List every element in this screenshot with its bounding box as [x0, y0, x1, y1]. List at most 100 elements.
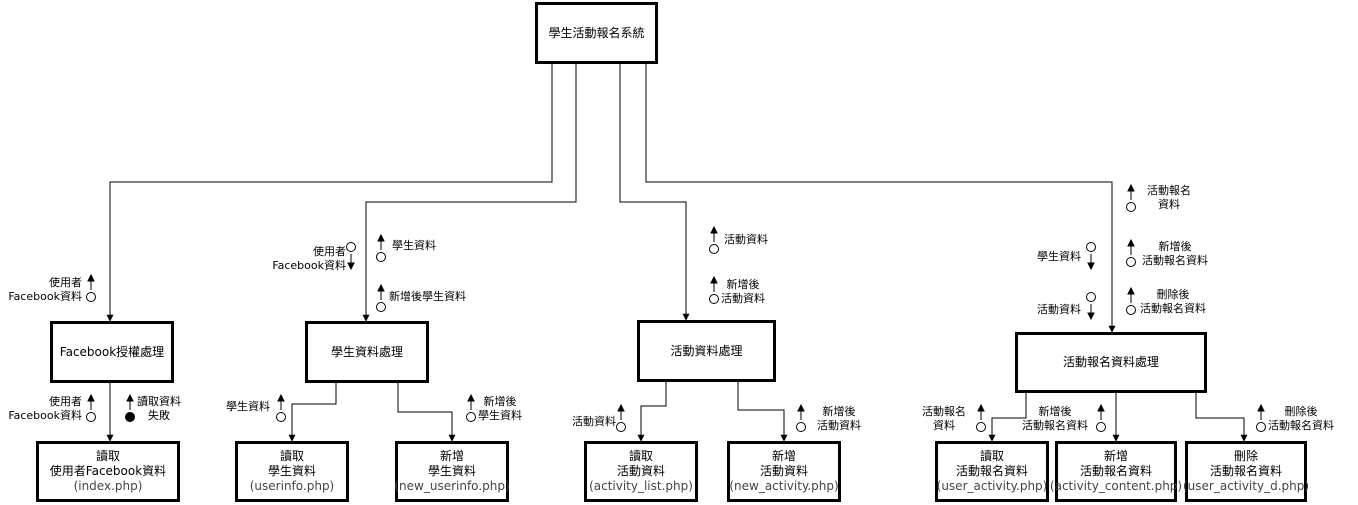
page-read-activity-file: (activity_list.php) — [589, 479, 693, 493]
module-student-title: 學生資料處理 — [330, 344, 403, 359]
flow-sig-activity-data-marker-open — [1086, 292, 1096, 302]
connector-root-activity — [619, 63, 690, 321]
page-read-student-action: 讀取 — [279, 449, 304, 463]
connector-student-read — [288, 382, 337, 442]
page-read-activity-action: 讀取 — [628, 449, 653, 463]
page-delete-signup: 刪除 活動報名資料 (user_activity_d.php) — [1182, 441, 1310, 502]
connector-activity-new — [737, 381, 788, 442]
flow-sig-read-data-arrowhead — [977, 403, 985, 412]
connector-root-student — [362, 63, 577, 322]
flow-act-read-data-marker-open — [616, 422, 626, 432]
page-read-signup-object: 活動報名資料 — [955, 464, 1028, 478]
flow-act-data-marker-open — [709, 244, 719, 254]
page-new-signup-file: (activity_content.php) — [1049, 479, 1183, 493]
connector-student-new — [397, 382, 456, 442]
connector-root-signup — [645, 63, 1116, 333]
flow-stu-new-student-data-marker-open — [376, 302, 386, 312]
page-read-activity: 讀取 活動資料 (activity_list.php) — [584, 441, 698, 502]
connector-signup-read — [988, 392, 1027, 442]
flow-sig-new-signup-marker-open — [1126, 257, 1136, 267]
flow-stu-new-student-data-arrowhead — [377, 283, 385, 292]
flow-stu-new-student-data-label: 新增後學生資料 — [389, 290, 466, 303]
root-title: 學生活動報名系統 — [548, 25, 645, 40]
flow-sig-student-data-marker-open — [1086, 242, 1096, 252]
page-new-student-action: 新增 — [440, 449, 465, 463]
page-new-signup-object: 活動報名資料 — [1080, 464, 1153, 478]
flow-sig-delete-data-arrowhead — [1257, 403, 1265, 412]
page-new-signup-action: 新增 — [1104, 449, 1129, 463]
page-new-student: 新增 學生資料 (new_userinfo.php) — [394, 441, 510, 502]
flow-sig-signup-data-arrowhead — [1127, 183, 1135, 192]
page-new-student-object: 學生資料 — [428, 464, 477, 478]
page-delete-signup-file: (user_activity_d.php) — [1182, 479, 1310, 493]
flow-sig-delete-data-label: 刪除後活動報名資料 — [1268, 405, 1334, 432]
flow-act-new-data-marker-open — [709, 294, 719, 304]
connector-activity-read — [637, 381, 667, 442]
module-signup-title: 活動報名資料處理 — [1062, 355, 1159, 369]
flow-act-data-arrowhead — [710, 225, 718, 234]
page-read-student-file: (userinfo.php) — [249, 479, 335, 493]
flow-sig-deleted-signup-marker-open — [1126, 305, 1136, 315]
flow-fb-read-fail-label: 讀取資料失敗 — [137, 395, 181, 422]
flow-sig-deleted-signup-label: 刪除後活動報名資料 — [1140, 288, 1206, 315]
flow-stu-student-data-label: 學生資料 — [392, 239, 436, 252]
page-new-activity-object: 活動資料 — [759, 464, 808, 478]
flow-act-read-data-arrowhead — [617, 403, 625, 412]
page-new-activity-file: (new_activity.php) — [729, 479, 839, 493]
flow-act-new-data-label: 新增後活動資料 — [721, 278, 765, 305]
page-new-activity: 新增 活動資料 (new_activity.php) — [727, 441, 841, 502]
page-read-activity-object: 活動資料 — [616, 464, 665, 478]
flow-act-data-label: 活動資料 — [724, 233, 768, 246]
page-read-student: 讀取 學生資料 (userinfo.php) — [235, 441, 349, 502]
flow-sig-new-data-marker-open — [1096, 422, 1106, 432]
connector-signup-delete — [1195, 392, 1248, 442]
flow-stu-student-data-marker-open — [376, 252, 386, 262]
page-read-student-object: 學生資料 — [267, 464, 316, 478]
flow-sig-new-data-label: 新增後活動報名資料 — [1022, 405, 1088, 432]
module-signup: 活動報名資料處理 — [1015, 332, 1207, 393]
page-delete-signup-action: 刪除 — [1234, 449, 1259, 463]
flow-sig-deleted-signup-arrowhead — [1127, 286, 1135, 295]
flow-fb-user-bottom-marker-open — [86, 412, 96, 422]
flow-act-new-data-arrowhead — [710, 275, 718, 284]
flow-stu-read-data-marker-open — [276, 412, 286, 422]
flow-sig-new-data-arrowhead — [1097, 403, 1105, 412]
flow-sig-signup-data-marker-open — [1126, 202, 1136, 212]
flow-stu-read-data-arrowhead — [277, 393, 285, 402]
page-new-student-file: (new_userinfo.php) — [394, 479, 510, 493]
flow-sig-activity-data-arrowhead — [1087, 312, 1095, 321]
flow-stu-new-data-label: 新增後學生資料 — [478, 395, 522, 422]
flow-fb-read-fail-arrowhead — [126, 393, 134, 402]
flow-sig-new-signup-label: 新增後活動報名資料 — [1142, 240, 1208, 267]
page-new-activity-action: 新增 — [771, 449, 796, 463]
flow-sig-read-data-label: 活動報名資料 — [922, 405, 966, 432]
flow-stu-fb-user-arrowhead — [347, 262, 355, 271]
module-fb-auth-title: Facebook授權處理 — [59, 344, 165, 359]
flow-act-new-page-data-marker-open — [796, 422, 806, 432]
connector-root-fb — [106, 63, 553, 322]
page-read-fb: 讀取 使用者Facebook資料 (index.php) — [36, 441, 180, 502]
module-student: 學生資料處理 — [305, 321, 429, 383]
root-system-box: 學生活動報名系統 — [535, 2, 658, 64]
flow-act-read-data-label: 活動資料 — [572, 415, 616, 428]
page-read-fb-file: (index.php) — [73, 479, 143, 493]
flow-sig-delete-data-marker-open — [1256, 422, 1266, 432]
module-activity: 活動資料處理 — [637, 320, 776, 382]
flow-stu-new-data-arrowhead — [467, 393, 475, 402]
flow-fb-read-fail-marker-filled — [125, 412, 135, 422]
flow-stu-fb-user-marker-open — [346, 242, 356, 252]
flow-fb-user-top-arrowhead — [87, 273, 95, 282]
flow-sig-read-data-marker-open — [976, 422, 986, 432]
flow-stu-read-data-label: 學生資料 — [226, 400, 270, 413]
flow-fb-user-top-marker-open — [86, 292, 96, 302]
page-read-signup-file: (user_activity.php) — [936, 479, 1048, 493]
flow-stu-student-data-arrowhead — [377, 233, 385, 242]
flow-sig-student-data-label: 學生資料 — [1037, 250, 1081, 263]
flow-act-new-page-data-label: 新增後活動資料 — [817, 405, 861, 432]
flow-stu-new-data-marker-open — [466, 412, 476, 422]
flow-act-new-page-data-arrowhead — [797, 403, 805, 412]
